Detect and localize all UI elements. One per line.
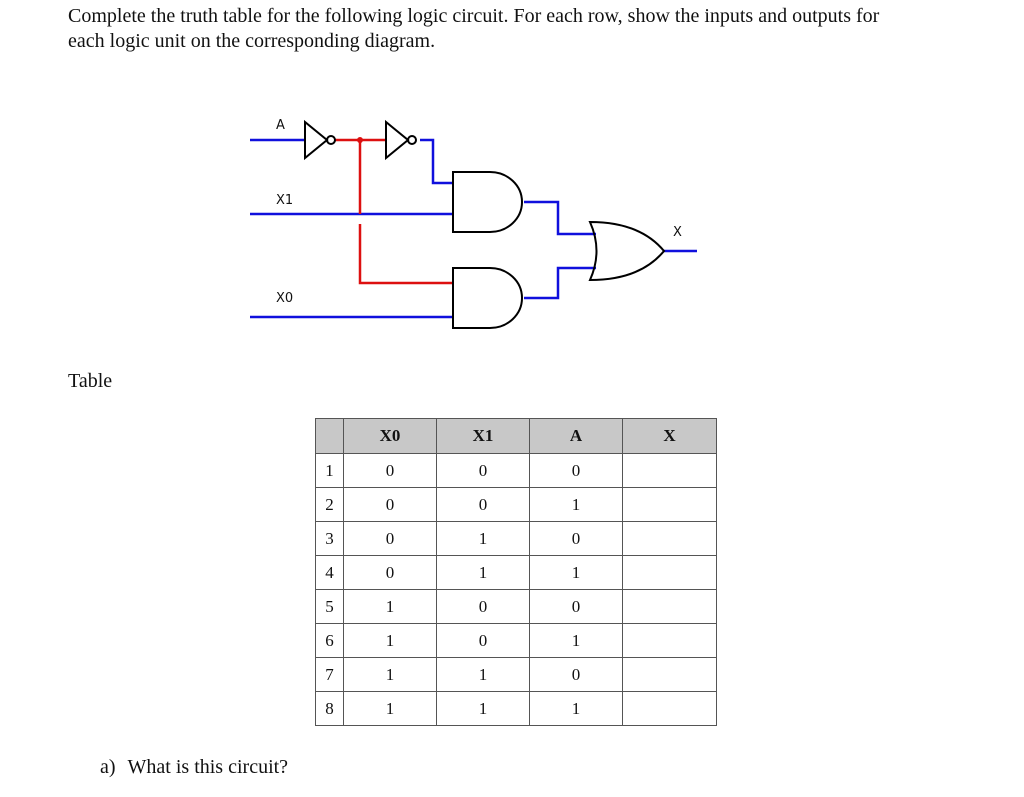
header-index (315, 418, 344, 454)
wire-junction (357, 137, 363, 143)
header-x: X (622, 418, 717, 454)
table-row: 7 1 1 0 (315, 657, 717, 692)
cell-x1: 1 (436, 691, 530, 726)
gates (304, 119, 666, 329)
cell-x1: 0 (436, 487, 530, 522)
truth-table: X0 X1 A X 1 0 0 0 2 0 0 1 3 0 1 0 4 (315, 418, 717, 726)
cell-x0: 1 (343, 691, 437, 726)
inverted-a-wires (335, 138, 453, 285)
cell-x0: 1 (343, 657, 437, 692)
input-wires (250, 138, 697, 319)
cell-x-answer[interactable] (622, 589, 717, 624)
table-row: 4 0 1 1 (315, 555, 717, 590)
wire-and2-to-or (524, 266, 596, 300)
cell-x-answer[interactable] (622, 657, 717, 692)
label-a: A (276, 118, 285, 133)
instructions: Complete the truth table for the followi… (68, 4, 968, 54)
header-x1: X1 (436, 418, 530, 454)
table-label: Table (68, 370, 113, 392)
cell-x0: 0 (343, 453, 437, 488)
question-a: a) What is this circuit? (100, 756, 288, 779)
wire-and1-to-or (524, 200, 596, 236)
cell-x1: 1 (436, 521, 530, 556)
cell-a: 1 (529, 623, 623, 658)
label-x-output: X (673, 225, 682, 240)
wire-not-a-to-and2 (358, 224, 453, 285)
cell-a: 0 (529, 657, 623, 692)
cell-a: 1 (529, 487, 623, 522)
label-x1: X1 (276, 193, 293, 208)
cell-x0: 0 (343, 521, 437, 556)
truth-table-header-row: X0 X1 A X (315, 418, 717, 454)
cell-x-answer[interactable] (622, 623, 717, 658)
cell-x1: 0 (436, 453, 530, 488)
cell-x0: 0 (343, 487, 437, 522)
table-row: 1 0 0 0 (315, 453, 717, 488)
cell-x-answer[interactable] (622, 555, 717, 590)
table-row: 8 1 1 1 (315, 691, 717, 726)
cell-x0: 1 (343, 589, 437, 624)
header-x0: X0 (343, 418, 437, 454)
cell-a: 0 (529, 589, 623, 624)
row-index: 4 (315, 555, 344, 590)
instructions-line-1: Complete the truth table for the followi… (68, 5, 880, 27)
cell-x-answer[interactable] (622, 521, 717, 556)
cell-x1: 0 (436, 589, 530, 624)
cell-x1: 1 (436, 657, 530, 692)
not-gate-1 (304, 119, 336, 161)
cell-a: 0 (529, 521, 623, 556)
row-index: 2 (315, 487, 344, 522)
label-x0: X0 (276, 291, 293, 306)
logic-circuit-diagram: A X1 X0 X (250, 118, 697, 329)
table-row: 6 1 0 1 (315, 623, 717, 658)
row-index: 5 (315, 589, 344, 624)
question-text: What is this circuit? (127, 756, 289, 778)
cell-x0: 0 (343, 555, 437, 590)
cell-x-answer[interactable] (622, 691, 717, 726)
table-row: 2 0 0 1 (315, 487, 717, 522)
cell-x1: 1 (436, 555, 530, 590)
cell-a: 0 (529, 453, 623, 488)
row-index: 8 (315, 691, 344, 726)
cell-x-answer[interactable] (622, 453, 717, 488)
cell-x-answer[interactable] (622, 487, 717, 522)
not-gate-2 (385, 119, 417, 161)
cell-a: 1 (529, 555, 623, 590)
and-gate-2 (452, 267, 523, 329)
row-index: 3 (315, 521, 344, 556)
row-index: 1 (315, 453, 344, 488)
row-index: 7 (315, 657, 344, 692)
and-gate-1 (452, 171, 523, 233)
wire-not2-to-and1 (420, 138, 453, 185)
cell-a: 1 (529, 691, 623, 726)
question-tag: a) (100, 756, 116, 778)
cell-x1: 0 (436, 623, 530, 658)
cell-x0: 1 (343, 623, 437, 658)
or-gate (588, 220, 666, 282)
table-row: 3 0 1 0 (315, 521, 717, 556)
instructions-line-2: each logic unit on the corresponding dia… (68, 30, 436, 52)
table-row: 5 1 0 0 (315, 589, 717, 624)
row-index: 6 (315, 623, 344, 658)
header-a: A (529, 418, 623, 454)
